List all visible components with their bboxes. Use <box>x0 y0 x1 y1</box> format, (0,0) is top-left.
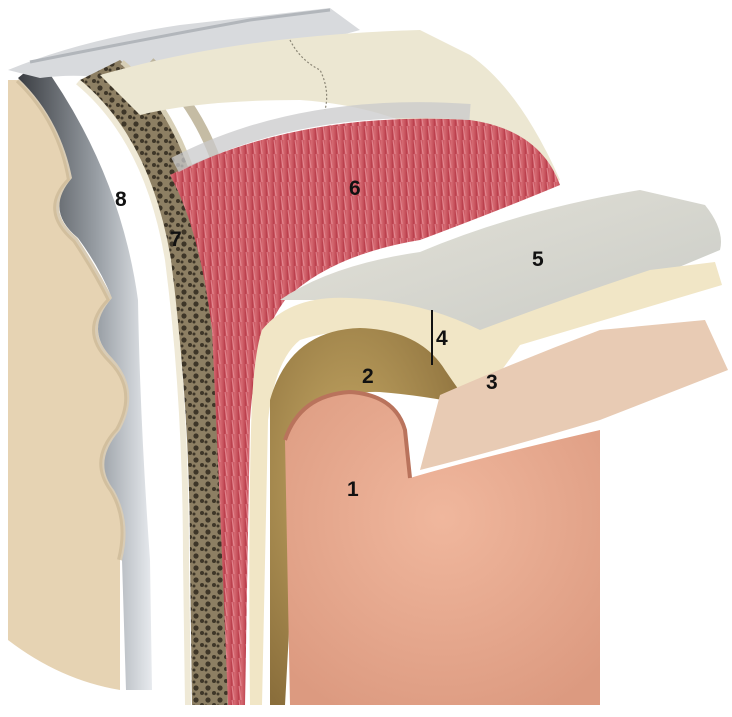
label-1: 1 <box>347 478 359 501</box>
label-5: 5 <box>532 248 544 271</box>
label-3: 3 <box>486 371 498 394</box>
label-8: 8 <box>115 188 127 211</box>
label-2: 2 <box>362 365 374 388</box>
label-4: 4 <box>436 327 448 350</box>
label-6: 6 <box>349 177 361 200</box>
brain-layer <box>8 80 127 690</box>
label-7: 7 <box>170 228 182 251</box>
